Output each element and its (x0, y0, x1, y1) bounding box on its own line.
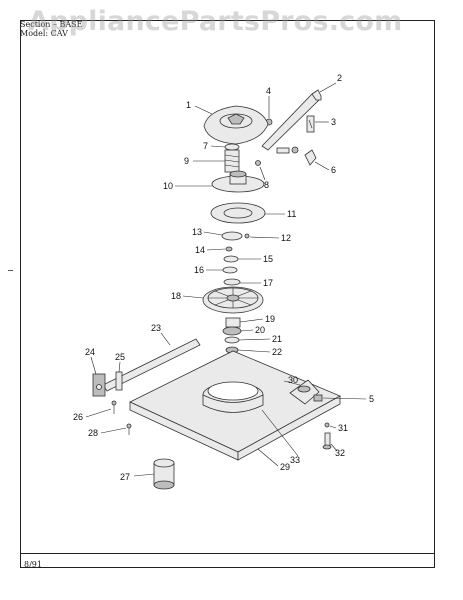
callout-6: 6 (331, 165, 336, 175)
part-20-bearing[interactable] (222, 326, 242, 336)
callout-12: 12 (281, 233, 291, 243)
part-12-pin[interactable] (244, 233, 250, 239)
section-title: Section – BASE (20, 20, 83, 29)
callout-31: 31 (338, 423, 348, 433)
callout-labels: 1 2 3 4 5 6 7 8 9 10 11 12 13 14 15 16 1… (73, 73, 374, 482)
callout-24: 24 (85, 347, 95, 357)
part-16-ring[interactable] (222, 266, 238, 274)
callout-8: 8 (264, 180, 269, 190)
callout-26: 26 (73, 412, 83, 422)
callout-22: 22 (272, 347, 282, 357)
callout-4: 4 (266, 86, 271, 96)
part-8-pin[interactable] (255, 160, 261, 166)
callout-10: 10 (163, 181, 173, 191)
callout-16: 16 (194, 265, 204, 275)
callout-9: 9 (184, 156, 189, 166)
leader-lines (85, 82, 367, 477)
part-18-pulley[interactable] (202, 286, 264, 314)
part-33-collar[interactable] (202, 381, 264, 413)
callout-2: 2 (337, 73, 342, 83)
footer-rule (20, 553, 435, 554)
part-28-screw[interactable] (126, 423, 132, 435)
part-9-spring[interactable] (224, 149, 240, 173)
part-7-washer[interactable] (224, 143, 240, 151)
callout-7: 7 (203, 141, 208, 151)
part-21-washer[interactable] (224, 336, 240, 344)
part-23-strap[interactable] (102, 338, 201, 392)
part-30-mount[interactable] (289, 379, 320, 405)
margin-mark (8, 270, 13, 271)
part-2-lever-arm[interactable] (261, 89, 322, 151)
part-1-cap[interactable] (203, 105, 269, 145)
model-line: Model: CAV (20, 29, 68, 38)
callout-3: 3 (331, 117, 336, 127)
callout-23: 23 (151, 323, 161, 333)
part-14-washer[interactable] (225, 246, 233, 252)
part-3-bracket[interactable] (306, 115, 315, 133)
callout-30: 30 (288, 375, 298, 385)
callout-18: 18 (171, 291, 181, 301)
part-5-fastener[interactable] (313, 394, 323, 402)
part-11-flange[interactable] (210, 202, 266, 224)
callout-33: 33 (290, 455, 300, 465)
part-6-clip[interactable] (304, 149, 317, 166)
callout-32: 32 (335, 448, 345, 458)
part-hardware-pin[interactable] (276, 146, 299, 154)
callout-17: 17 (263, 278, 273, 288)
part-13-ring[interactable] (221, 231, 243, 241)
part-24-block[interactable] (92, 373, 106, 397)
callout-28: 28 (88, 428, 98, 438)
part-25-bar[interactable] (115, 371, 123, 391)
callout-13: 13 (192, 227, 202, 237)
callout-29: 29 (280, 462, 290, 472)
part-31-screw[interactable] (324, 422, 330, 428)
callout-21: 21 (272, 334, 282, 344)
part-26-screw[interactable] (111, 400, 117, 414)
callout-27: 27 (120, 472, 130, 482)
part-10-hub[interactable] (211, 170, 265, 193)
part-15-ring[interactable] (223, 255, 239, 263)
callout-19: 19 (265, 314, 275, 324)
callout-1: 1 (186, 100, 191, 110)
footer-date: 8/91 (24, 560, 42, 569)
part-32-leg[interactable] (322, 432, 332, 450)
callout-25: 25 (115, 352, 125, 362)
part-17-ring[interactable] (223, 278, 241, 286)
callout-11: 11 (287, 209, 296, 219)
callout-5: 5 (369, 394, 374, 404)
callout-20: 20 (255, 325, 265, 335)
callout-14: 14 (195, 245, 205, 255)
diagram-header: Section – BASE Model: CAV (20, 20, 130, 38)
part-19-bushing[interactable] (225, 317, 241, 328)
callout-15: 15 (263, 254, 273, 264)
part-27-foot[interactable] (153, 458, 175, 490)
